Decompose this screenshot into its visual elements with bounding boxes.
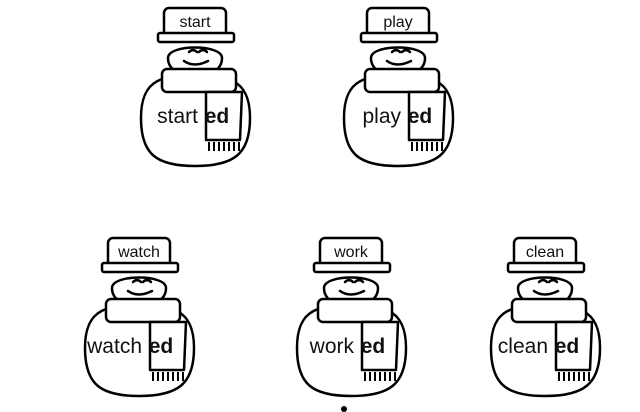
snowman-clean: clean clean ed	[480, 234, 610, 404]
hat-word: work	[334, 244, 368, 261]
root-word: work	[309, 335, 354, 358]
page-dot	[341, 406, 347, 412]
snowman-drawing	[489, 236, 602, 398]
snowman-start: start start ed	[130, 4, 260, 174]
hat-word: start	[179, 14, 211, 31]
snowman-work: work work ed	[286, 234, 416, 404]
root-word: clean	[497, 335, 548, 358]
suffix-ed: ed	[554, 335, 580, 358]
snowman-drawing	[342, 6, 455, 168]
root-word: start	[157, 105, 198, 128]
suffix-ed: ed	[360, 335, 386, 358]
hat-word: play	[383, 14, 413, 31]
suffix-ed: ed	[204, 105, 230, 128]
suffix-ed: ed	[407, 105, 433, 128]
hat-word: watch	[118, 244, 160, 261]
snowman-drawing	[83, 236, 196, 398]
root-word: play	[362, 105, 401, 128]
hat-word: clean	[525, 244, 565, 261]
root-word: watch	[87, 335, 142, 358]
snowman-drawing	[295, 236, 408, 398]
suffix-ed: ed	[148, 335, 174, 358]
snowman-watch: watch watch ed	[74, 234, 204, 404]
snowman-play: play play ed	[333, 4, 463, 174]
snowman-drawing	[139, 6, 252, 168]
